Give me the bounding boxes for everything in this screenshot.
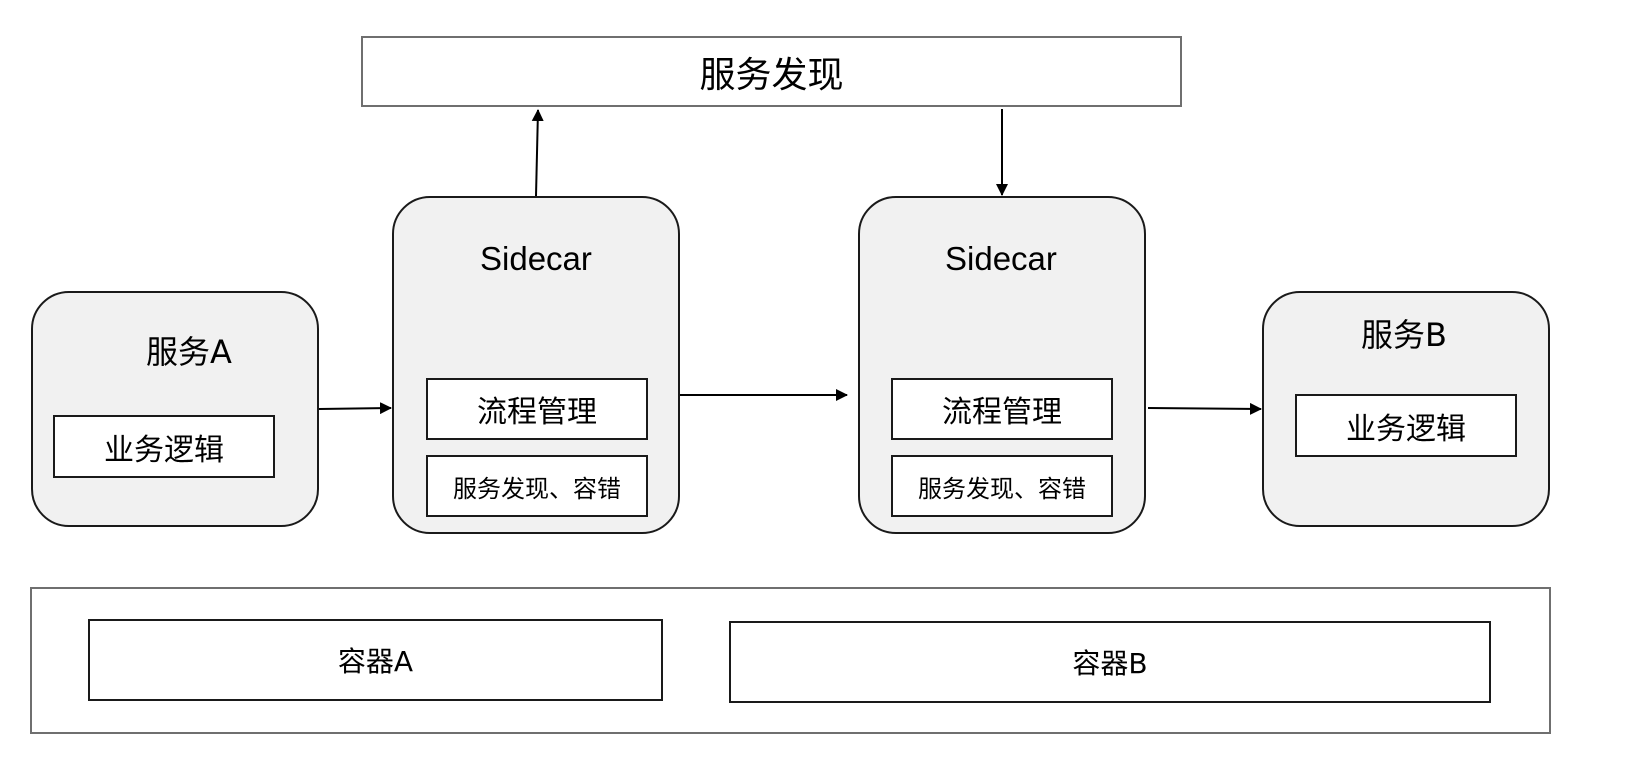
service-a-to-sidecar-left-arrow bbox=[318, 402, 392, 415]
service-a-logic-box: 业务逻辑 bbox=[53, 415, 275, 478]
sidecar-left-process-box: 流程管理 bbox=[426, 378, 648, 440]
container-b-label: 容器B bbox=[1072, 647, 1148, 680]
container-b-box: 容器B bbox=[729, 621, 1491, 703]
sidecar-left-to-discovery-arrow bbox=[531, 109, 544, 197]
sidecar-right-process-box: 流程管理 bbox=[891, 378, 1113, 440]
container-a-label: 容器A bbox=[337, 645, 414, 678]
service-a-title: 服务A bbox=[146, 333, 232, 371]
sidecar-right-discovery-label: 服务发现、容错 bbox=[918, 474, 1086, 503]
service-discovery-label: 服务发现 bbox=[699, 54, 844, 96]
service-b-logic-label: 业务逻辑 bbox=[1346, 411, 1466, 447]
sidecar-right-process-label: 流程管理 bbox=[942, 395, 1062, 430]
sidecar-left-title: Sidecar bbox=[480, 240, 592, 277]
sidecar-left-process-label: 流程管理 bbox=[477, 395, 597, 430]
service-a-logic-label: 业务逻辑 bbox=[104, 432, 224, 468]
sidecar-right-to-service-b-arrow bbox=[1147, 402, 1262, 415]
service-b-title: 服务B bbox=[1361, 316, 1447, 354]
sidecar-right-discovery-box: 服务发现、容错 bbox=[891, 455, 1113, 517]
service-a-node bbox=[31, 291, 319, 527]
sidecar-left-discovery-box: 服务发现、容错 bbox=[426, 455, 648, 517]
service-discovery-box: 服务发现 bbox=[361, 36, 1182, 107]
sidecar-right-title: Sidecar bbox=[945, 240, 1057, 277]
container-a-box: 容器A bbox=[88, 619, 663, 701]
sidecar-left-discovery-label: 服务发现、容错 bbox=[453, 474, 621, 503]
service-b-logic-box: 业务逻辑 bbox=[1295, 394, 1517, 457]
